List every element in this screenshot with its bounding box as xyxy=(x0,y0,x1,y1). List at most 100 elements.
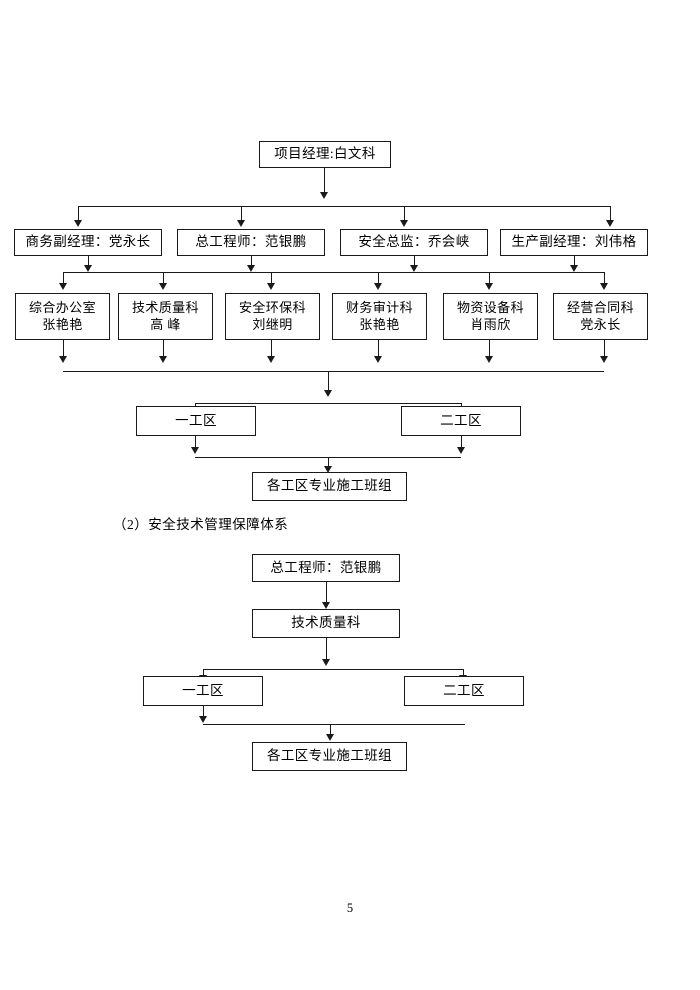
chart1-zone-stem xyxy=(328,371,330,393)
chart1-department-arrow-3 xyxy=(266,283,275,290)
chart1-project-manager-box: 项目经理:白文科 xyxy=(259,141,391,168)
chart2-crew-bus xyxy=(203,724,465,726)
chart1-level2-outflow-arrow-2 xyxy=(246,265,255,272)
chart1-zone-label-1: 一工区 xyxy=(175,412,217,428)
chart1-pm-stem-arrow xyxy=(319,192,328,199)
chart1-level2-drop-1 xyxy=(78,206,80,223)
chart1-level2-box-4: 生产副经理：刘伟格 xyxy=(500,229,648,256)
chart1-department-line1-2: 技术质量科 xyxy=(131,299,199,315)
chart1-department-drop-6 xyxy=(604,272,606,286)
chart1-zone-outflow-arrow-1 xyxy=(190,447,199,454)
chart1-crew-label: 各工区专业施工班组 xyxy=(266,478,393,494)
chart1-department-arrow-2 xyxy=(158,283,167,290)
chart1-level2-box-2: 总工程师：范银鹏 xyxy=(177,229,325,256)
chart1-department-arrow-6 xyxy=(599,283,608,290)
chart1-dept-outflow-2 xyxy=(163,340,165,357)
chart2-zone-drop-1 xyxy=(203,669,205,678)
chart1-department-box-4: 财务审计科 张艳艳 xyxy=(332,293,427,340)
chart1-department-drop-4 xyxy=(378,272,380,286)
chart1-pm-stem xyxy=(324,168,326,195)
chart1-department-line2-1: 张艳艳 xyxy=(42,316,83,332)
chart1-dept-outflow-arrow-5 xyxy=(484,356,493,363)
chart2-department-stem xyxy=(326,638,328,662)
chart1-department-box-1: 综合办公室 张艳艳 xyxy=(15,293,110,340)
chart1-zone-split-bar xyxy=(195,403,461,405)
chart1-level2-outflow-4 xyxy=(574,256,576,266)
chart1-level2-outflow-arrow-4 xyxy=(569,265,578,272)
chart1-zone-box-2: 二工区 xyxy=(401,406,521,436)
chart1-level2-label-1: 商务副经理：党永长 xyxy=(25,234,151,250)
chart2-crew-box: 各工区专业施工班组 xyxy=(252,742,407,771)
chart1-level2-label-4: 生产副经理：刘伟格 xyxy=(511,234,637,250)
chart2-zone-label-1: 一工区 xyxy=(182,682,224,698)
chart2-crew-label: 各工区专业施工班组 xyxy=(266,748,393,764)
chart1-dept-outflow-arrow-3 xyxy=(266,356,275,363)
chart1-level2-outflow-1 xyxy=(88,256,90,266)
chart1-dept-outflow-arrow-2 xyxy=(158,356,167,363)
chart1-department-line2-2: 高 峰 xyxy=(150,316,181,332)
chart1-dept-outflow-5 xyxy=(489,340,491,357)
chart1-department-drop-3 xyxy=(271,272,273,286)
chart1-level2-drop-4 xyxy=(610,206,612,223)
chart1-department-collector-bus xyxy=(63,371,604,373)
chart1-level2-drop-3 xyxy=(404,206,406,223)
chart1-crew-stem-arrow xyxy=(323,466,332,473)
chart1-crew-box: 各工区专业施工班组 xyxy=(252,472,407,501)
chart2-zone-outflow-1 xyxy=(203,706,205,719)
chart1-department-line1-4: 财务审计科 xyxy=(345,299,413,315)
chart1-department-box-6: 经营合同科 党永长 xyxy=(553,293,648,340)
chart1-department-box-5: 物资设备科 肖雨欣 xyxy=(443,293,538,340)
chart1-dept-outflow-6 xyxy=(604,340,606,357)
chart1-department-line1-6: 经营合同科 xyxy=(566,299,634,315)
chart2-crew-stem xyxy=(330,724,332,737)
chart1-level2-label-3: 安全总监：乔会峡 xyxy=(358,234,470,250)
chart1-level2-box-3: 安全总监：乔会峡 xyxy=(340,229,488,256)
chart1-level2-outflow-arrow-1 xyxy=(83,265,92,272)
chart1-level2-label-2: 总工程师：范银鹏 xyxy=(195,234,307,250)
chart1-level2-arrow-2 xyxy=(236,220,245,227)
chart1-department-drop-5 xyxy=(489,272,491,286)
chart1-level2-arrow-1 xyxy=(73,220,82,227)
chart1-level2-outflow-arrow-3 xyxy=(409,265,418,272)
chart1-level2-outflow-2 xyxy=(251,256,253,266)
chart2-chief-engineer-label: 总工程师：范银鹏 xyxy=(270,559,382,575)
page-number: 5 xyxy=(346,901,354,915)
chart1-dept-outflow-3 xyxy=(271,340,273,357)
chart1-dept-outflow-arrow-4 xyxy=(373,356,382,363)
chart1-zone-outflow-2 xyxy=(461,436,463,450)
chart1-department-arrow-5 xyxy=(484,283,493,290)
chart1-level2-bus xyxy=(78,206,610,208)
chart1-department-bus xyxy=(63,272,604,274)
chart1-dept-outflow-4 xyxy=(378,340,380,357)
chart1-department-line1-1: 综合办公室 xyxy=(28,299,96,315)
chart1-dept-outflow-arrow-1 xyxy=(58,356,67,363)
chart1-level2-drop-2 xyxy=(241,206,243,223)
chart1-dept-outflow-arrow-6 xyxy=(599,356,608,363)
chart1-department-arrow-4 xyxy=(373,283,382,290)
chart1-level2-arrow-3 xyxy=(399,220,408,227)
chart2-zone-label-2: 二工区 xyxy=(443,682,485,698)
chart2-zone-drop-2 xyxy=(463,669,465,678)
chart1-level2-arrow-4 xyxy=(605,220,614,227)
chart1-department-line1-5: 物资设备科 xyxy=(456,299,524,315)
chart1-crew-stem xyxy=(328,457,330,469)
chart2-department-label: 技术质量科 xyxy=(291,615,361,631)
chart1-dept-outflow-1 xyxy=(63,340,65,357)
chart1-department-line2-5: 肖雨欣 xyxy=(470,316,511,332)
chart1-zone-box-1: 一工区 xyxy=(136,406,256,436)
chart2-crew-stem-arrow xyxy=(325,734,334,741)
chart1-department-arrow-1 xyxy=(58,283,67,290)
chart2-zone-split-bar xyxy=(203,669,463,671)
chart1-department-line2-3: 刘继明 xyxy=(252,316,293,332)
chart1-department-line2-6: 党永长 xyxy=(580,316,621,332)
chart1-zone-stem-arrow xyxy=(323,390,332,397)
chart1-zone-outflow-1 xyxy=(195,436,197,450)
chart2-chief-stem xyxy=(326,582,328,605)
chart2-zone-box-1: 一工区 xyxy=(143,676,263,706)
chart1-department-drop-1 xyxy=(63,272,65,286)
chart2-zone-box-2: 二工区 xyxy=(404,676,524,706)
chart2-department-box: 技术质量科 xyxy=(252,609,400,638)
chart2-chief-engineer-box: 总工程师：范银鹏 xyxy=(252,554,400,582)
chart1-department-line2-4: 张艳艳 xyxy=(359,316,400,332)
